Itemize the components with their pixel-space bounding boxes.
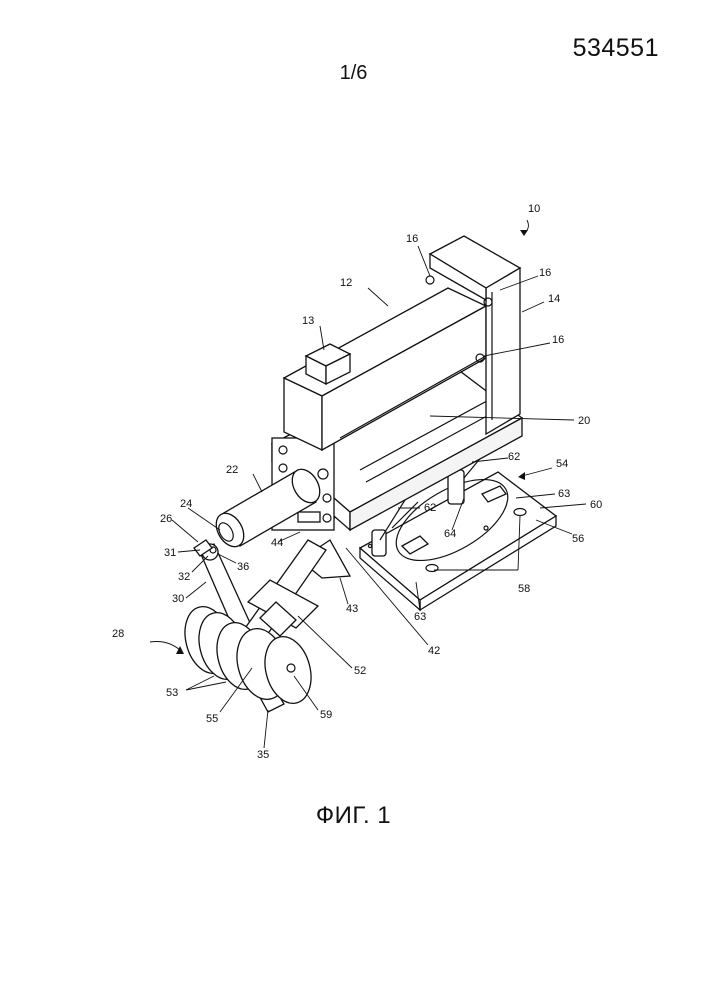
ref-label: 30 <box>172 593 184 605</box>
ref-label: 60 <box>590 499 602 511</box>
ref-label: 62 <box>508 451 520 463</box>
ref-label: 14 <box>548 293 560 305</box>
ref-label: 32 <box>178 571 190 583</box>
figure-caption: ФИГ. 1 <box>0 802 707 830</box>
ref-label: 58 <box>518 583 530 595</box>
ref-label: 42 <box>428 645 440 657</box>
ref-label: 13 <box>302 315 314 327</box>
ref-label: 24 <box>180 498 192 510</box>
ref-label: 63 <box>414 611 426 623</box>
ref-label: 35 <box>257 749 269 761</box>
ref-label: 28 <box>112 628 124 640</box>
ref-label: 10 <box>528 203 540 215</box>
ref-label: 16 <box>406 233 418 245</box>
ref-label: 20 <box>578 415 590 427</box>
ref-label: 31 <box>164 547 176 559</box>
ref-label: 26 <box>160 513 172 525</box>
ref-label: 22 <box>226 464 238 476</box>
ref-label: 63 <box>558 488 570 500</box>
ref-label: 52 <box>354 665 366 677</box>
ref-label: 16 <box>552 334 564 346</box>
ref-label: 56 <box>572 533 584 545</box>
ref-label: 53 <box>166 687 178 699</box>
ref-label: 43 <box>346 603 358 615</box>
ref-label: 12 <box>340 277 352 289</box>
ref-label: 59 <box>320 709 332 721</box>
ref-label: 55 <box>206 713 218 725</box>
ref-label: 54 <box>556 458 568 470</box>
ref-label: 44 <box>271 537 283 549</box>
ref-label: 16 <box>539 267 551 279</box>
ref-label: 62 <box>424 502 436 514</box>
ref-label: 64 <box>444 528 456 540</box>
ref-label: 36 <box>237 561 249 573</box>
